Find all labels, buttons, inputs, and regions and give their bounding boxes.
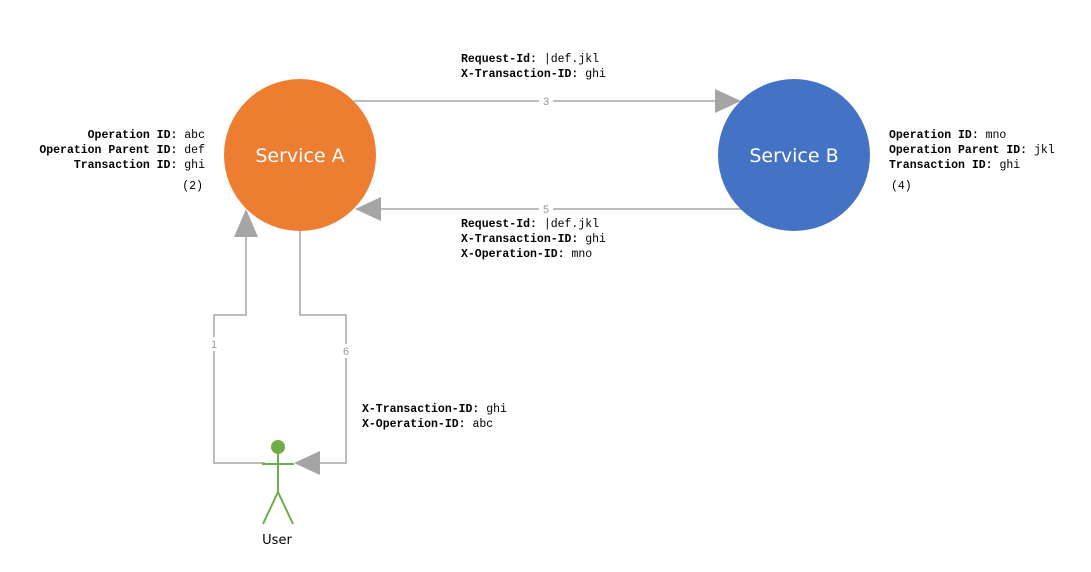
user-head-icon <box>271 440 285 454</box>
edge-3-headers: Request-Id: |def.jkl X-Transaction-ID: g… <box>461 53 606 81</box>
service-a-info-line-3: Transaction ID: ghi <box>74 159 205 172</box>
edge-6-line <box>299 230 347 464</box>
edge-5-label: 5 <box>543 204 549 216</box>
edge-1-arrowhead <box>234 209 258 237</box>
edge-5-arrowhead <box>355 197 381 221</box>
service-b-label: Service B <box>749 145 838 167</box>
service-a-info: Operation ID: abc Operation Parent ID: d… <box>39 129 205 193</box>
edge-3-label: 3 <box>543 96 549 108</box>
service-a-label: Service A <box>255 145 344 167</box>
arrowheads <box>234 89 741 475</box>
edge-6-label: 6 <box>343 346 349 358</box>
user-actor <box>262 440 294 525</box>
edge-labels: 3 5 1 6 <box>207 94 553 358</box>
edge-5-header-3: X-Operation-ID: mno <box>461 248 592 261</box>
edges <box>213 100 742 464</box>
user-label: User <box>262 533 292 548</box>
edge-5-header-2: X-Transaction-ID: ghi <box>461 233 606 246</box>
service-a-circle <box>224 79 376 231</box>
service-b-circle <box>718 79 870 231</box>
edge-5-header-1: Request-Id: |def.jkl <box>461 218 599 231</box>
edge-1-label: 1 <box>211 339 217 351</box>
service-b-info-line-2: Operation Parent ID: jkl <box>889 144 1055 157</box>
edge-6-headers: X-Transaction-ID: ghi X-Operation-ID: ab… <box>362 403 507 431</box>
edge-6-header-1: X-Transaction-ID: ghi <box>362 403 507 416</box>
edge-3-header-2: X-Transaction-ID: ghi <box>461 68 606 81</box>
edge-6-header-2: X-Operation-ID: abc <box>362 418 493 431</box>
edge-6-arrowhead <box>294 451 320 475</box>
service-a-step: (2) <box>182 180 203 193</box>
service-a-node: Service A <box>224 79 376 231</box>
edge-3-header-1: Request-Id: |def.jkl <box>461 53 599 66</box>
service-a-info-line-1: Operation ID: abc <box>88 129 205 142</box>
edge-5-headers: Request-Id: |def.jkl X-Transaction-ID: g… <box>461 218 606 261</box>
service-b-info-line-3: Transaction ID: ghi <box>889 159 1020 172</box>
edge-1-line <box>213 225 265 464</box>
service-b-info-line-1: Operation ID: mno <box>889 129 1006 142</box>
service-b-step: (4) <box>891 180 912 193</box>
edge-3-arrowhead <box>715 89 741 113</box>
service-b-info: Operation ID: mno Operation Parent ID: j… <box>889 129 1055 193</box>
user-right-leg <box>277 491 294 525</box>
service-b-node: Service B <box>718 79 870 231</box>
service-a-info-line-2: Operation Parent ID: def <box>39 144 205 157</box>
user-left-leg <box>262 491 279 525</box>
